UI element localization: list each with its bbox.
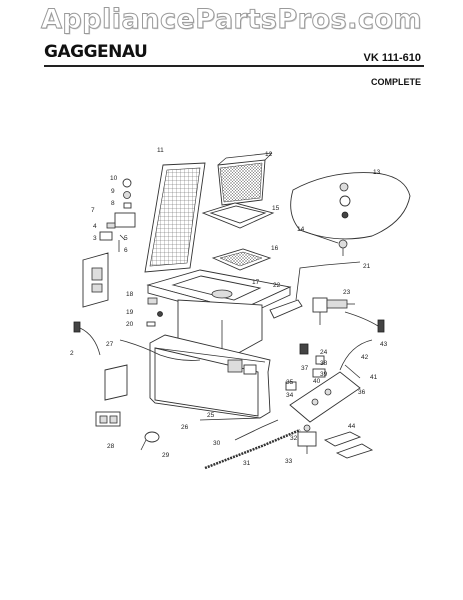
- callout-label: 13: [373, 169, 381, 176]
- part-housing: [149, 334, 271, 419]
- callout-label: 5: [124, 235, 128, 242]
- callout-label: 10: [110, 175, 118, 182]
- callout-label: 21: [363, 263, 371, 270]
- callout-label: 39: [320, 371, 328, 378]
- callout-label: 33: [285, 458, 293, 465]
- callout-label: 2: [70, 350, 74, 357]
- callout-label: 26: [181, 424, 189, 431]
- header-rule: [44, 65, 424, 67]
- callout-labels: 10 9 8 7 4 3 5 6 2 11 12 13 14 15 16 17 …: [70, 147, 388, 467]
- part-thermostat: [297, 424, 317, 454]
- part-heating-rod: [199, 417, 261, 421]
- callout-label: 27: [106, 341, 114, 348]
- callout-label: 17: [252, 279, 260, 286]
- part-small-clips: [146, 297, 163, 327]
- callout-label: 38: [320, 360, 328, 367]
- callout-label: 19: [126, 309, 134, 316]
- callout-label: 23: [343, 289, 351, 296]
- part-wiring-left: [73, 321, 201, 361]
- part-control-rail: [285, 364, 361, 423]
- part-control-knobs: [99, 178, 136, 252]
- part-grill-plate: [144, 162, 206, 273]
- callout-label: 20: [126, 321, 134, 328]
- part-relay: [299, 343, 326, 378]
- callout-label: 7: [91, 207, 95, 214]
- part-brackets-43-44: [323, 431, 374, 459]
- callout-label: 3: [93, 235, 97, 242]
- callout-label: 28: [107, 443, 115, 450]
- callout-label: 43: [380, 341, 388, 348]
- callout-label: 11: [157, 147, 164, 154]
- part-side-bracket: [104, 364, 128, 401]
- callout-label: 31: [243, 460, 251, 467]
- callout-label: 16: [271, 245, 279, 252]
- callout-label: 30: [213, 440, 221, 447]
- part-tray: [201, 202, 275, 229]
- callout-label: 15: [272, 205, 280, 212]
- callout-label: 41: [370, 374, 378, 381]
- callout-label: 4: [93, 223, 97, 230]
- part-valve: [312, 297, 355, 325]
- part-basket: [217, 152, 273, 206]
- callout-label: 8: [111, 200, 115, 207]
- part-wiring-right: [339, 311, 385, 371]
- part-filter-insert: [211, 248, 272, 271]
- callout-label: 18: [126, 291, 134, 298]
- callout-label: 29: [162, 452, 170, 459]
- callout-label: 44: [348, 423, 356, 430]
- callout-label: 14: [297, 226, 305, 233]
- part-capacitor: [140, 431, 160, 451]
- callout-label: 24: [320, 349, 328, 356]
- callout-label: 32: [290, 435, 298, 442]
- callout-label: 36: [358, 389, 366, 396]
- callout-label: 35: [286, 379, 294, 386]
- part-lifting-handle: [295, 261, 361, 301]
- brand-logo: GAGGENAU: [44, 42, 148, 62]
- callout-label: 34: [286, 392, 294, 399]
- watermark: AppliancePartsPros.com: [40, 4, 423, 36]
- callout-label: 25: [207, 412, 215, 419]
- callout-label: 42: [361, 354, 369, 361]
- part-bracket: [269, 299, 303, 319]
- part-cables: [204, 419, 301, 470]
- callout-label: 12: [265, 151, 273, 158]
- callout-label: 6: [124, 247, 128, 254]
- model-number: VK 111-610: [363, 52, 422, 64]
- diagram-status: COMPLETE: [370, 77, 421, 87]
- callout-label: 40: [313, 378, 321, 385]
- part-switch-module: [82, 252, 109, 308]
- callout-label: 37: [301, 365, 309, 372]
- part-lid: [290, 172, 411, 256]
- callout-label: 9: [111, 188, 115, 195]
- callout-label: 22: [273, 282, 281, 289]
- part-terminal-block: [95, 411, 121, 427]
